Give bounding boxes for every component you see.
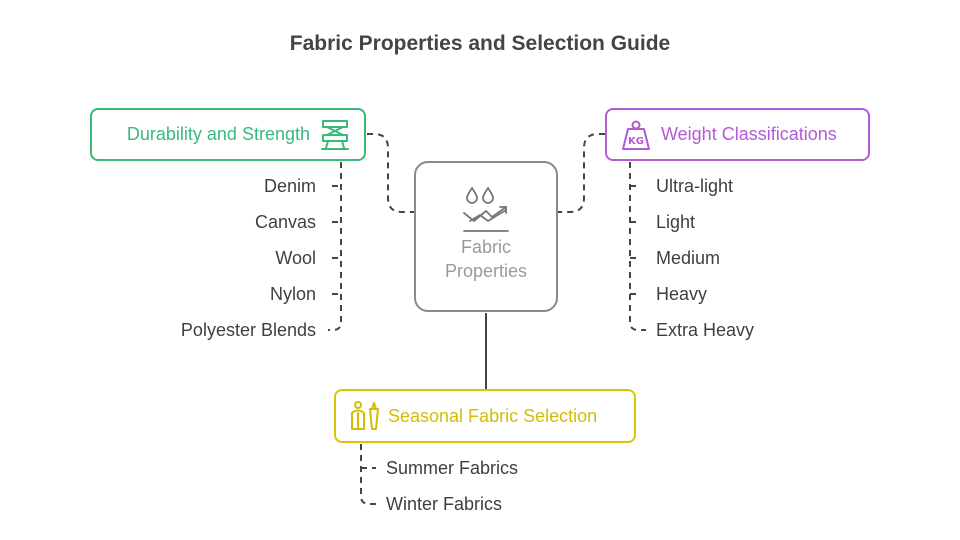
- seasonal-label: Seasonal Fabric Selection: [388, 405, 598, 426]
- durability-item: Canvas: [254, 212, 316, 232]
- water-drops-trend-icon: [463, 187, 509, 232]
- durability-item: Polyester Blends: [180, 320, 316, 340]
- weight-label: Weight Classifications: [661, 124, 837, 144]
- weight-item: Light: [656, 212, 696, 232]
- durability-item: Denim: [263, 176, 316, 196]
- svg-text:KG: KG: [628, 136, 644, 147]
- seasonal-clothing-icon: [351, 401, 379, 430]
- durability-item: Wool: [275, 248, 316, 268]
- stacked-strength-icon: [321, 119, 349, 150]
- seasonal-item: Winter Fabrics: [386, 494, 503, 514]
- kg-weight-icon: KG: [622, 120, 650, 150]
- seasonal-item: Summer Fabrics: [386, 458, 519, 478]
- page-title: Fabric Properties and Selection Guide: [289, 32, 671, 55]
- weight-item: Medium: [656, 248, 721, 268]
- durability-box: Durability and Strength: [90, 108, 366, 161]
- weight-item: Extra Heavy: [656, 320, 755, 340]
- weight-item: Heavy: [656, 284, 708, 304]
- weight-box: KG Weight Classifications: [605, 108, 870, 161]
- seasonal-box: Seasonal Fabric Selection: [334, 389, 636, 443]
- weight-item: Ultra-light: [656, 176, 734, 196]
- center-label: Fabric Properties: [444, 237, 528, 281]
- durability-item: Nylon: [269, 284, 316, 304]
- durability-label: Durability and Strength: [126, 124, 310, 144]
- center-box: Fabric Properties: [414, 161, 558, 312]
